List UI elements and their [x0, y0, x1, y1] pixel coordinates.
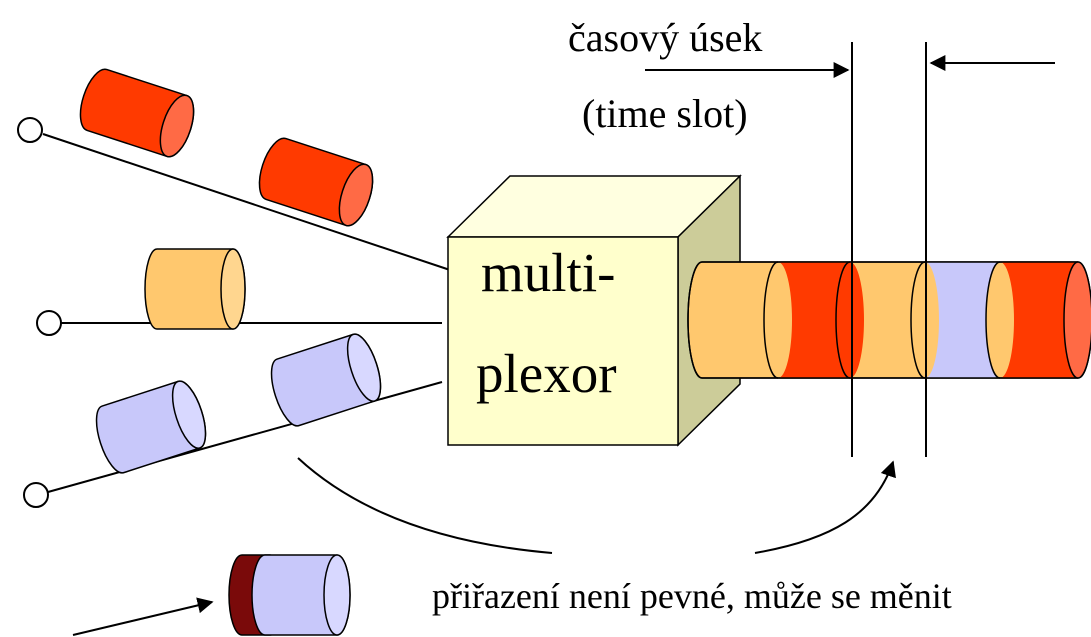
output-slot-red-1	[763, 261, 864, 379]
packet-lavender-1	[95, 380, 207, 474]
packet-red-2	[258, 137, 374, 227]
multiplexor-cube	[446, 174, 742, 447]
input-line-1	[42, 133, 451, 271]
packet-orange-1	[144, 248, 246, 330]
time-slot-label-english: (time slot)	[582, 91, 748, 136]
input-terminal-icon-1[interactable]	[17, 117, 43, 143]
sample-packet-arrow	[72, 597, 214, 636]
sample-packet	[228, 554, 351, 636]
multiplexor-label-line2: plexor	[476, 343, 617, 404]
time-slot-label-czech: časový úsek	[568, 15, 763, 60]
packet-red-1	[79, 68, 195, 158]
multiplexor-label-line1: multi-	[481, 242, 616, 303]
output-slot-lavender	[910, 261, 1000, 379]
output-stream-end	[1063, 261, 1091, 379]
cube-front-face	[447, 236, 679, 446]
input-terminal-icon-2[interactable]	[36, 310, 62, 336]
input-terminal-icon-3[interactable]	[23, 482, 49, 508]
assignment-note: přiřazení není pevné, může se měnit	[432, 576, 952, 616]
output-stream	[687, 261, 1091, 379]
packet-lavender-2	[270, 333, 382, 427]
assignment-curve-arrow	[297, 458, 893, 554]
output-slot-orange	[835, 261, 851, 379]
